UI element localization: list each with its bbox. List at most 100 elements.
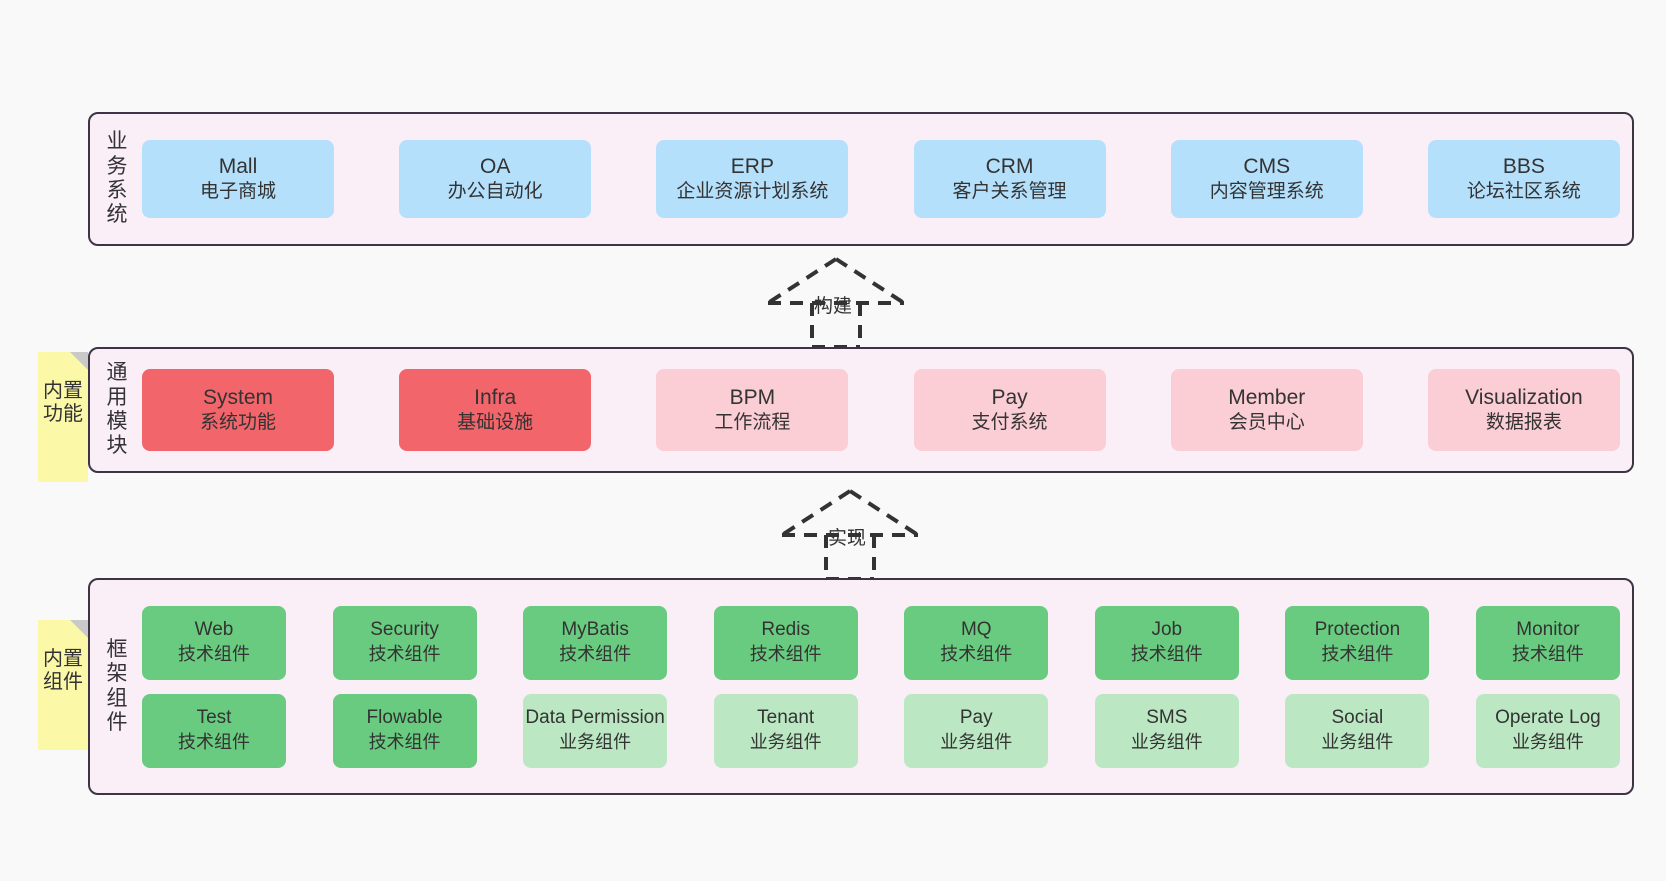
node-title: MyBatis	[561, 619, 629, 641]
node-title: SMS	[1146, 707, 1188, 729]
node-redis[interactable]: Redis 技术组件	[713, 605, 858, 680]
node-title: Pay	[959, 707, 993, 729]
node-subtitle: 工作流程	[714, 412, 791, 434]
node-member[interactable]: Member 会员中心	[1170, 369, 1363, 451]
node-title: Security	[370, 619, 439, 641]
node-bbs[interactable]: BBS 论坛社区系统	[1427, 140, 1620, 218]
node-title: Operate Log	[1495, 707, 1601, 729]
node-subtitle: 业务组件	[559, 732, 632, 753]
node-subtitle: 系统功能	[199, 412, 276, 434]
node-subtitle: 会员中心	[1228, 412, 1305, 434]
node-subtitle: 技术组件	[1511, 644, 1584, 665]
note-fold-icon	[70, 352, 88, 370]
node-subtitle: 技术组件	[178, 644, 250, 665]
node-security[interactable]: Security 技术组件	[332, 605, 477, 680]
node-job[interactable]: Job 技术组件	[1094, 605, 1239, 680]
node-title: ERP	[730, 155, 774, 178]
node-monitor[interactable]: Monitor 技术组件	[1475, 605, 1620, 680]
node-tenant[interactable]: Tenant 业务组件	[713, 693, 858, 768]
note-builtin-function: 内置功能	[38, 352, 88, 482]
framework-row-2: Test 技术组件 Flowable 技术组件 Data Permission …	[142, 693, 1620, 768]
layer-label-framework-components: 框架组件	[106, 637, 128, 734]
node-subtitle: 客户关系管理	[952, 181, 1067, 203]
node-subtitle: 业务组件	[1321, 732, 1394, 753]
node-pay-component[interactable]: Pay 业务组件	[904, 693, 1049, 768]
node-sms[interactable]: SMS 业务组件	[1094, 693, 1239, 768]
node-infra[interactable]: Infra 基础设施	[399, 369, 592, 451]
node-mq[interactable]: MQ 技术组件	[904, 605, 1049, 680]
node-subtitle: 业务组件	[940, 732, 1013, 753]
node-title: CRM	[985, 155, 1034, 178]
note-fold-icon	[70, 620, 88, 638]
node-title: Visualization	[1465, 386, 1583, 409]
node-mybatis[interactable]: MyBatis 技术组件	[523, 605, 668, 680]
node-crm[interactable]: CRM 客户关系管理	[913, 140, 1106, 218]
node-title: Social	[1331, 707, 1384, 729]
node-subtitle: 技术组件	[940, 644, 1013, 665]
node-cms[interactable]: CMS 内容管理系统	[1170, 140, 1363, 218]
node-flowable[interactable]: Flowable 技术组件	[332, 693, 477, 768]
node-title: Pay	[991, 386, 1028, 409]
node-subtitle: 技术组件	[368, 644, 441, 665]
node-visualization[interactable]: Visualization 数据报表	[1427, 369, 1620, 451]
node-title: OA	[480, 155, 511, 178]
node-title: MQ	[960, 619, 992, 641]
node-subtitle: 电子商城	[199, 181, 276, 203]
arrow-implement: 实现	[770, 487, 930, 581]
node-title: Protection	[1314, 619, 1401, 641]
layer-common-modules: 通用模块 System 系统功能 Infra 基础设施 BPM 工作流程 Pay…	[88, 347, 1634, 473]
node-title: BPM	[729, 386, 776, 409]
note-text: 内置功能	[43, 380, 83, 426]
node-data-permission[interactable]: Data Permission 业务组件	[523, 693, 668, 768]
node-title: Job	[1151, 619, 1183, 641]
node-subtitle: 支付系统	[971, 412, 1048, 434]
arrow-build: 构建	[756, 255, 916, 349]
layer-body-business-systems: Mall 电子商城 OA 办公自动化 ERP 企业资源计划系统 CRM 客户关系…	[136, 114, 1632, 244]
node-title: BBS	[1502, 155, 1545, 178]
node-subtitle: 技术组件	[559, 644, 632, 665]
layer-label-common-modules: 通用模块	[106, 361, 128, 458]
node-test[interactable]: Test 技术组件	[142, 693, 286, 768]
node-title: Data Permission	[525, 707, 665, 729]
layer-framework-components: 框架组件 Web 技术组件 Security 技术组件 MyBatis 技术组件…	[88, 578, 1634, 795]
node-subtitle: 业务组件	[749, 732, 822, 753]
framework-row-1: Web 技术组件 Security 技术组件 MyBatis 技术组件 Redi…	[142, 605, 1620, 680]
node-erp[interactable]: ERP 企业资源计划系统	[656, 140, 849, 218]
node-oa[interactable]: OA 办公自动化	[399, 140, 592, 218]
node-subtitle: 技术组件	[178, 732, 250, 753]
node-subtitle: 业务组件	[1130, 732, 1203, 753]
layer-label-business-systems: 业务系统	[106, 130, 128, 227]
node-title: Infra	[474, 386, 517, 409]
node-subtitle: 技术组件	[1321, 644, 1394, 665]
node-subtitle: 业务组件	[1511, 732, 1584, 753]
node-title: Redis	[761, 619, 810, 641]
node-bpm[interactable]: BPM 工作流程	[656, 369, 849, 451]
node-pay-module[interactable]: Pay 支付系统	[913, 369, 1106, 451]
node-subtitle: 企业资源计划系统	[676, 181, 829, 203]
note-builtin-component: 内置组件	[38, 620, 88, 750]
node-subtitle: 论坛社区系统	[1466, 181, 1581, 203]
node-title: System	[202, 386, 273, 409]
node-system[interactable]: System 系统功能	[142, 369, 334, 451]
node-title: Mall	[218, 155, 258, 178]
node-mall[interactable]: Mall 电子商城	[142, 140, 334, 218]
node-title: Web	[194, 619, 234, 641]
node-subtitle: 内容管理系统	[1209, 181, 1324, 203]
node-subtitle: 技术组件	[1130, 644, 1203, 665]
node-title: Member	[1228, 386, 1306, 409]
node-title: Tenant	[757, 707, 815, 729]
node-operate-log[interactable]: Operate Log 业务组件	[1475, 693, 1620, 768]
node-protection[interactable]: Protection 技术组件	[1285, 605, 1430, 680]
node-title: Monitor	[1516, 619, 1580, 641]
node-title: Test	[196, 707, 232, 729]
node-title: Flowable	[366, 707, 443, 729]
node-subtitle: 基础设施	[457, 412, 534, 434]
layer-business-systems: 业务系统 Mall 电子商城 OA 办公自动化 ERP 企业资源计划系统 CRM…	[88, 112, 1634, 246]
node-subtitle: 数据报表	[1485, 412, 1562, 434]
node-web[interactable]: Web 技术组件	[142, 605, 286, 680]
layer-body-common-modules: System 系统功能 Infra 基础设施 BPM 工作流程 Pay 支付系统…	[136, 349, 1632, 471]
note-text: 内置组件	[43, 648, 83, 694]
layer-body-framework-components: Web 技术组件 Security 技术组件 MyBatis 技术组件 Redi…	[136, 580, 1632, 793]
node-social[interactable]: Social 业务组件	[1285, 693, 1430, 768]
